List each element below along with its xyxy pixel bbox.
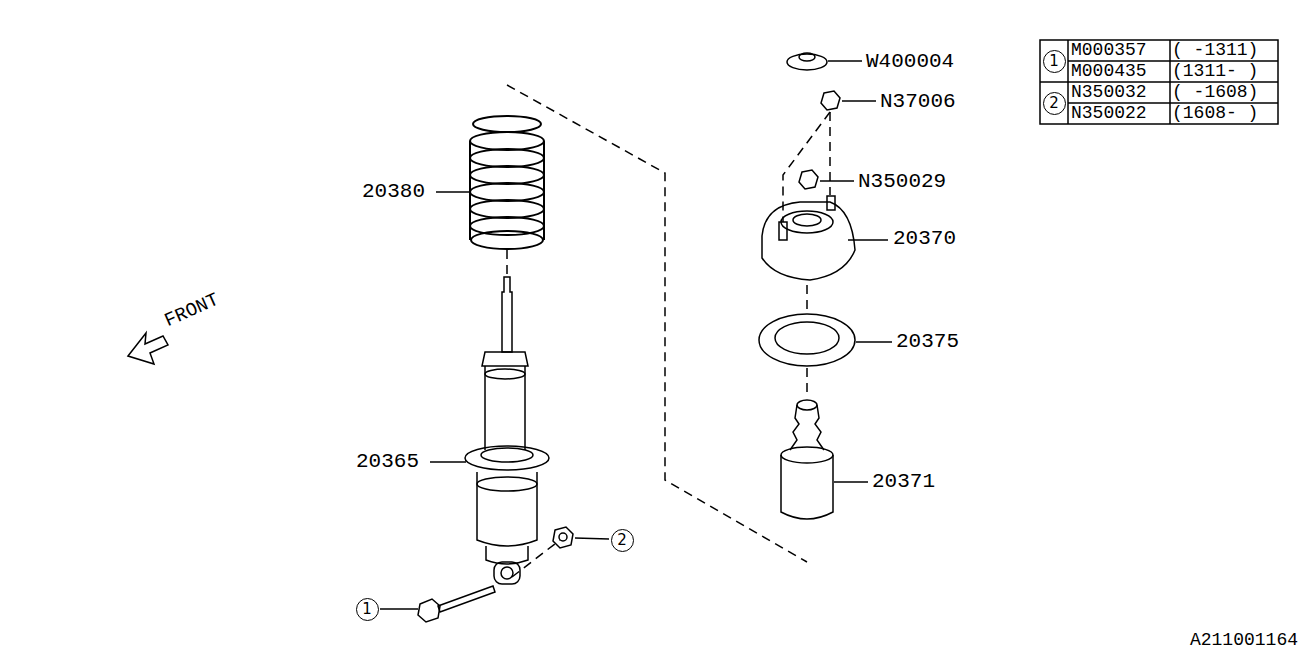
table-cell: ( -1608)	[1172, 83, 1258, 103]
callout-circle: 1	[1043, 50, 1066, 73]
table-cell: (1311- )	[1172, 62, 1258, 82]
callout-circle: 1	[356, 598, 379, 621]
spring-seat	[759, 314, 855, 366]
table-cell: M000357	[1071, 41, 1147, 61]
part-number: 20370	[893, 227, 956, 250]
part-number: 20380	[362, 180, 425, 203]
part-number: N350029	[858, 170, 946, 193]
drawing-number: A211001164	[1190, 631, 1298, 651]
callout-number: 1	[362, 602, 372, 617]
table-grid	[1040, 40, 1278, 124]
callout-circle: 2	[1043, 92, 1066, 115]
part-number: 20375	[896, 330, 959, 353]
table-cell: N350032	[1071, 83, 1147, 103]
table-cell: M000435	[1071, 62, 1147, 82]
part-number: 20371	[872, 470, 935, 493]
table-cell: ( -1311)	[1172, 41, 1258, 61]
table-cell: N350022	[1071, 104, 1147, 124]
part-number: N37006	[880, 90, 956, 113]
leader-line	[380, 61, 892, 609]
bump-stop	[781, 400, 833, 519]
part-number: W400004	[866, 50, 954, 73]
callout-number: 2	[617, 533, 627, 548]
callout-number: 2	[1049, 96, 1059, 111]
callout-number: 1	[1049, 54, 1059, 69]
callout-circle: 2	[611, 529, 634, 552]
direction-label: FRONT	[162, 289, 223, 331]
front-arrow	[128, 333, 168, 364]
strut-mount	[762, 53, 855, 280]
coil-spring	[470, 116, 544, 249]
shock-absorber	[418, 277, 573, 622]
part-number: 20365	[356, 450, 419, 473]
table-cell: (1608- )	[1172, 104, 1258, 124]
